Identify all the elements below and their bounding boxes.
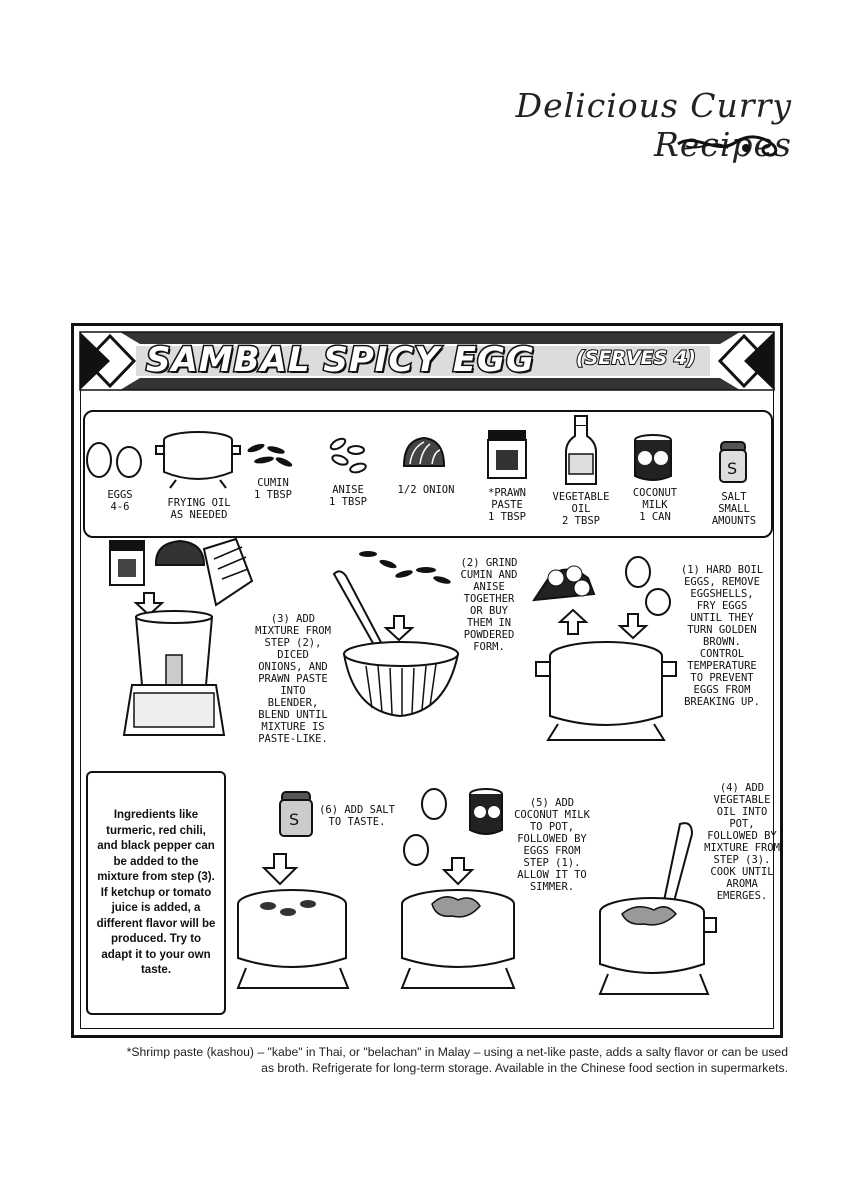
anise-seeds-icon	[329, 437, 367, 474]
cooking-pot-illustration	[598, 822, 717, 995]
prawn-paste-jar-icon	[487, 430, 527, 479]
mortar-bowl-illustration	[332, 551, 460, 718]
eggs-icon	[86, 442, 142, 478]
coconut-milk-pot-illustration	[400, 788, 516, 989]
svg-text:S: S	[289, 810, 299, 829]
onion-icon	[402, 436, 446, 467]
ingredients-panel	[83, 410, 773, 538]
recipe-banner: SAMBAL SPICY EGG (SERVES 4)	[79, 331, 775, 391]
blender-illustration	[109, 537, 254, 736]
svg-text:S: S	[727, 459, 737, 478]
cumin-seeds-icon	[247, 443, 293, 467]
oil-bottle-icon	[565, 415, 597, 485]
tip-text: Ingredients like turmeric, red chili, an…	[96, 809, 216, 976]
ingredient-onion: 1/2 ONION	[397, 484, 455, 496]
step-6-text: (6) ADD SALT TO TASTE.	[319, 804, 395, 828]
step-3-text: (3) ADD MIXTURE FROM STEP (2), DICED ONI…	[255, 613, 331, 745]
salt-shaker-icon: S	[719, 441, 747, 483]
frying-eggs-illustration	[531, 556, 677, 741]
step-5-text: (5) ADD COCONUT MILK TO POT, FOLLOWED BY…	[514, 797, 590, 893]
footnote: *Shrimp paste (kashou) – "kabe" in Thai,…	[126, 1045, 788, 1075]
step-4-text: (4) ADD VEGETABLE OIL INTO POT, FOLLOWED…	[704, 782, 780, 902]
ornament-flourish-icon	[677, 135, 778, 157]
coconut-milk-can-icon	[634, 434, 672, 481]
step-2-text: (2) GRIND CUMIN AND ANISE TOGETHER OR BU…	[460, 557, 518, 653]
step-1-text: (1) HARD BOIL EGGS, REMOVE EGGSHELLS, FR…	[680, 564, 764, 708]
banner-pattern	[79, 331, 775, 391]
recipe-title: SAMBAL SPICY EGG	[145, 339, 536, 382]
salt-and-final-pot-illustration: S	[236, 791, 350, 989]
pot-icon	[155, 431, 241, 489]
tip-panel	[86, 771, 226, 1015]
serves-label: (SERVES 4)	[575, 346, 697, 370]
